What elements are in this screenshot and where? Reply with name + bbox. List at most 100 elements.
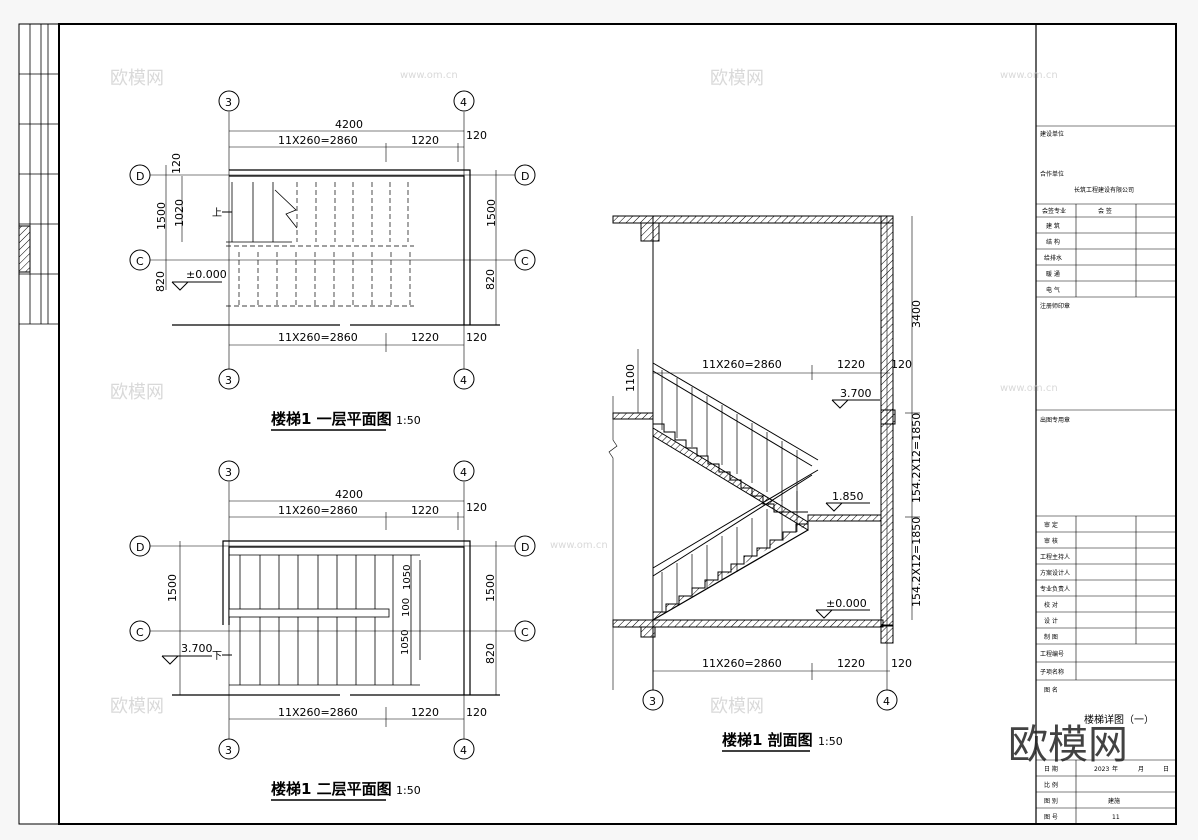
tb-review-stamp: 出图专用章 [1040, 416, 1070, 424]
outer-border [18, 23, 1177, 825]
svg-text:3: 3 [225, 374, 232, 387]
watermark-url: www.om.cn [400, 70, 458, 81]
axis-3-bubble-top-2: 3 [218, 460, 240, 482]
svg-text:C: C [136, 255, 144, 268]
tb-role-8: 制 图 [1044, 633, 1058, 641]
dim-820-right-2: 820 [484, 643, 497, 664]
dim-landing-2: 1220 [411, 504, 439, 517]
dim-flight: 11X260=2860 [278, 134, 358, 147]
watermark-brand: 欧模网 [110, 68, 164, 89]
axis-3-bubble-bottom-2: 3 [218, 738, 240, 760]
tb-number: 11 [1112, 814, 1120, 821]
svg-text:C: C [136, 626, 144, 639]
dim-wall-2: 120 [466, 501, 487, 514]
plan2-scale: 1:50 [396, 784, 421, 797]
section-dim-1850-upper: 154.2X12=1850 [910, 413, 923, 503]
tb-coop-unit: 合作单位 [1040, 170, 1064, 178]
axis-D-bubble-right-2: D [514, 535, 536, 557]
dim-flight-bottom: 11X260=2860 [278, 331, 358, 344]
binding-strip [19, 24, 59, 325]
svg-text:3: 3 [225, 744, 232, 757]
dim-1050-upper: 1050 [402, 565, 413, 590]
binding-cross-block [18, 225, 31, 273]
section-dim-3400: 3400 [910, 300, 923, 328]
section-level-3700: 3.700 [840, 387, 872, 400]
up-mark: 上 [212, 207, 222, 219]
dim-1050-lower: 1050 [400, 630, 411, 655]
tb-project-no: 工程编号 [1040, 650, 1064, 658]
axis-D-bubble-left: D [129, 164, 151, 186]
dim-landing-bottom: 1220 [411, 331, 439, 344]
section-level-0: ±0.000 [826, 597, 867, 610]
svg-text:D: D [521, 541, 529, 554]
tb-discipline-1: 建 筑 [1046, 222, 1060, 230]
tb-discipline-4: 暖 通 [1046, 270, 1060, 278]
axis-3-bubble-bottom: 3 [218, 368, 240, 390]
dim-total: 4200 [335, 118, 363, 131]
tb-role-2: 审 核 [1044, 537, 1058, 545]
svg-text:4: 4 [460, 374, 467, 387]
tb-build-unit: 建设单位 [1040, 130, 1064, 138]
dim-flight-2-bottom: 11X260=2860 [278, 706, 358, 719]
plan2-title: 楼梯1 二层平面图 [271, 780, 392, 798]
axis-4-bubble-bottom-2: 4 [453, 738, 475, 760]
section-view: 11X260=2860 1220 120 11X260=2860 1220 12… [608, 215, 923, 752]
section-dim-flight-top: 11X260=2860 [702, 358, 782, 371]
section-dim-1100: 1100 [624, 364, 637, 392]
svg-text:D: D [136, 541, 144, 554]
svg-text:3: 3 [225, 466, 232, 479]
dim-820-left: 820 [154, 271, 167, 292]
title-block: 建设单位 合作单位 长筑工程建设有限公司 会签专业 会 签 建 筑 结 构 给排… [1035, 24, 1176, 824]
section-dim-1850-lower: 154.2X12=1850 [910, 517, 923, 607]
svg-text:C: C [521, 255, 529, 268]
svg-text:C: C [521, 626, 529, 639]
tb-company: 长筑工程建设有限公司 [1074, 186, 1134, 194]
svg-text:3: 3 [225, 96, 232, 109]
tb-role-4: 方案设计人 [1040, 569, 1070, 577]
level-3700-plan2: 3.700 [181, 642, 213, 655]
tb-drawing-title: 楼梯详图（一） [1084, 713, 1154, 726]
dim-100-mid: 100 [401, 598, 412, 617]
plan-second-floor: 下 1050 100 1050 4200 11X260=2860 1220 12… [129, 460, 536, 801]
watermark-brand: 欧模网 [710, 68, 764, 89]
tb-date-year: 2023 [1094, 766, 1109, 773]
dim-wall: 120 [466, 129, 487, 142]
section-axis-4-bubble: 4 [876, 689, 898, 711]
svg-text:D: D [136, 170, 144, 183]
tb-number-label: 图 号 [1044, 814, 1058, 821]
svg-text:3: 3 [649, 695, 656, 708]
section-dim-flight-bottom: 11X260=2860 [702, 657, 782, 670]
dim-820-right: 820 [484, 269, 497, 290]
plan1-scale: 1:50 [396, 414, 421, 427]
tb-project-name: 子项名称 [1040, 668, 1064, 676]
axis-4-bubble-top: 4 [453, 90, 475, 112]
level-0-plan1: ±0.000 [186, 268, 227, 281]
tb-discipline-5: 电 气 [1046, 286, 1060, 294]
axis-3-bubble-top: 3 [218, 90, 240, 112]
axis-D-bubble-right: D [514, 164, 536, 186]
dim-1500-left-2: 1500 [166, 574, 179, 602]
watermark-brand: 欧模网 [110, 696, 164, 717]
tb-month-unit: 月 [1138, 766, 1144, 773]
tb-date-label: 日 期 [1044, 765, 1058, 773]
section-scale: 1:50 [818, 735, 843, 748]
dim-1500-right: 1500 [485, 199, 498, 227]
svg-text:4: 4 [460, 96, 467, 109]
axis-D-bubble-left-2: D [129, 535, 151, 557]
tb-discipline-2: 结 构 [1046, 238, 1060, 246]
tb-day-unit: 日 [1163, 766, 1169, 773]
tb-reg-stamp: 注册师印章 [1040, 302, 1070, 310]
dim-1500-left: 1500 [155, 202, 168, 230]
tb-year-unit: 年 [1112, 765, 1118, 773]
tb-drawing-name: 图 名 [1044, 686, 1058, 694]
axis-C-bubble-right: C [514, 249, 536, 271]
tb-category: 建施 [1108, 797, 1120, 805]
section-dim-landing-bottom: 1220 [837, 657, 865, 670]
tb-sign-label: 会 签 [1098, 207, 1112, 215]
plan1-title: 楼梯1 一层平面图 [271, 410, 392, 428]
dim-1500-right-2: 1500 [484, 574, 497, 602]
dim-wall-bottom: 120 [466, 331, 487, 344]
svg-text:4: 4 [883, 695, 890, 708]
svg-text:D: D [521, 170, 529, 183]
